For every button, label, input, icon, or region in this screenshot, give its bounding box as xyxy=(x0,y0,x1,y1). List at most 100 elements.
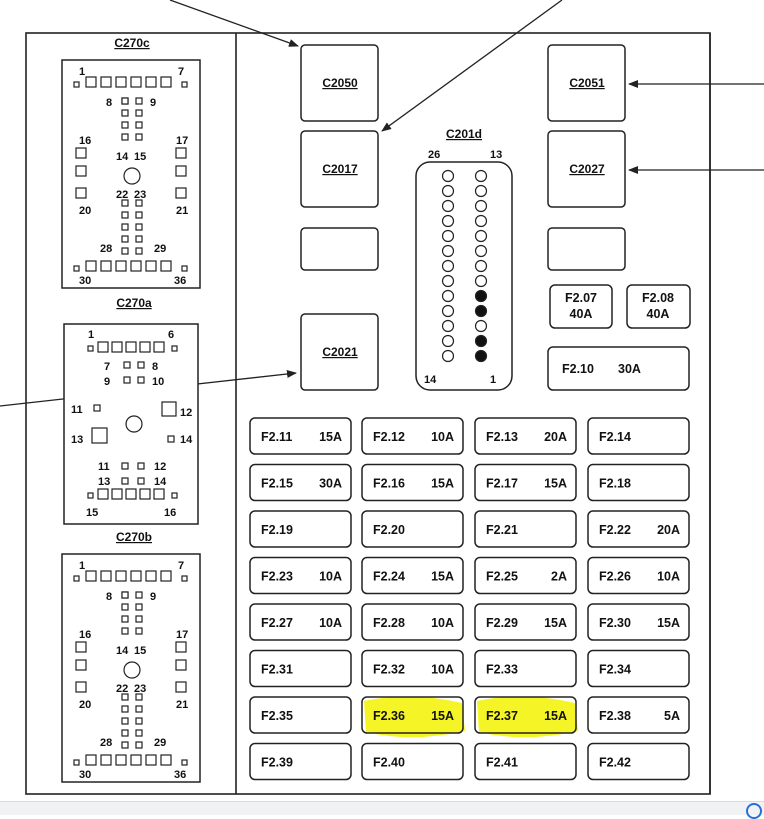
fuse-amp: 40A xyxy=(570,307,593,321)
pin xyxy=(135,247,143,255)
pin xyxy=(181,81,188,88)
fuse-name: F2.13 xyxy=(486,430,518,444)
pin xyxy=(135,693,143,701)
relay-c2050[interactable]: C2050 xyxy=(300,44,379,122)
fuse-name: F2.28 xyxy=(373,616,405,630)
fuse-name: F2.26 xyxy=(599,570,631,584)
fuse-f2-31[interactable]: F2.31 xyxy=(249,649,352,688)
relay-c2027[interactable]: C2027 xyxy=(547,130,626,208)
pin xyxy=(123,661,141,679)
fuse-f2-13[interactable]: F2.13 20A xyxy=(474,417,577,455)
fuse-f2-41[interactable]: F2.41 xyxy=(474,742,577,781)
pin xyxy=(135,705,143,713)
pin xyxy=(139,488,151,500)
fuse-f2-28[interactable]: F2.28 10A xyxy=(361,603,464,641)
relay-c2021[interactable]: C2021 xyxy=(300,313,379,391)
pin xyxy=(160,260,172,272)
fuse-amp: 10A xyxy=(431,616,454,630)
fuse-f2-10[interactable]: F2.10 30A xyxy=(547,346,690,391)
pin-grid xyxy=(73,570,188,766)
pin xyxy=(121,462,129,470)
fuse-f2-19[interactable]: F2.19 xyxy=(249,510,352,548)
pin xyxy=(121,693,129,701)
connector-title: C270c xyxy=(114,36,150,50)
pin xyxy=(85,76,97,88)
pin xyxy=(135,211,143,219)
pin xyxy=(135,133,143,141)
pin-label: 14 xyxy=(424,374,437,386)
pin xyxy=(441,169,455,183)
pin xyxy=(75,165,87,177)
pin xyxy=(441,334,455,348)
pin xyxy=(474,199,488,213)
relay-c2017[interactable]: C2017 xyxy=(300,130,379,208)
pin xyxy=(115,76,127,88)
fuse-f2-35[interactable]: F2.35 xyxy=(249,696,352,734)
pin xyxy=(130,76,142,88)
pin xyxy=(97,341,109,353)
pin-label: 13 xyxy=(71,434,83,446)
fuse-f2-21[interactable]: F2.21 xyxy=(474,510,577,548)
pin-label: 8 xyxy=(106,97,112,109)
relay-c2051[interactable]: C2051 xyxy=(547,44,626,122)
pin-label: 1 xyxy=(79,560,85,572)
fuse-amp: 20A xyxy=(544,430,567,444)
fuse-name: F2.11 xyxy=(261,430,292,444)
pin xyxy=(123,167,141,185)
fuse-f2-33[interactable]: F2.33 xyxy=(474,649,577,688)
fuse-f2-40[interactable]: F2.40 xyxy=(361,742,464,781)
pin xyxy=(121,603,129,611)
pin xyxy=(121,741,129,749)
pin xyxy=(125,488,137,500)
fuse-amp: 10A xyxy=(319,616,342,630)
pin xyxy=(111,488,123,500)
pin-label: 14 xyxy=(154,476,167,488)
fuse-name: F2.38 xyxy=(599,709,631,723)
pin xyxy=(441,319,455,333)
pin-label: 26 xyxy=(428,149,440,161)
pin xyxy=(161,401,177,417)
fuse-amp: 15A xyxy=(544,616,567,630)
pin xyxy=(100,570,112,582)
pin xyxy=(474,319,488,333)
fuse-f2-42[interactable]: F2.42 xyxy=(587,742,690,781)
fuse-f2-18[interactable]: F2.18 xyxy=(587,463,690,502)
pin-label: 22 xyxy=(116,683,128,695)
fuse-amp: 15A xyxy=(431,570,454,584)
fuse-f2-08[interactable]: F2.08 40A xyxy=(626,284,691,329)
fuse-amp: 20A xyxy=(657,523,680,537)
fuse-name: F2.14 xyxy=(599,430,631,444)
fuse-name: F2.39 xyxy=(261,756,293,770)
pin xyxy=(441,244,455,258)
fuse-f2-34[interactable]: F2.34 xyxy=(587,649,690,688)
pin xyxy=(137,376,145,384)
pin xyxy=(441,304,455,318)
pin xyxy=(474,214,488,228)
fuse-f2-20[interactable]: F2.20 xyxy=(361,510,464,548)
fuse-f2-39[interactable]: F2.39 xyxy=(249,742,352,781)
fuse-f2-14[interactable]: F2.14 xyxy=(587,417,690,455)
pin-label: 14 xyxy=(116,645,129,657)
help-icon[interactable] xyxy=(746,803,762,819)
pin-label: 14 xyxy=(116,151,129,163)
fuse-f2-07[interactable]: F2.07 40A xyxy=(549,284,613,329)
pin xyxy=(135,627,143,635)
pin xyxy=(115,570,127,582)
